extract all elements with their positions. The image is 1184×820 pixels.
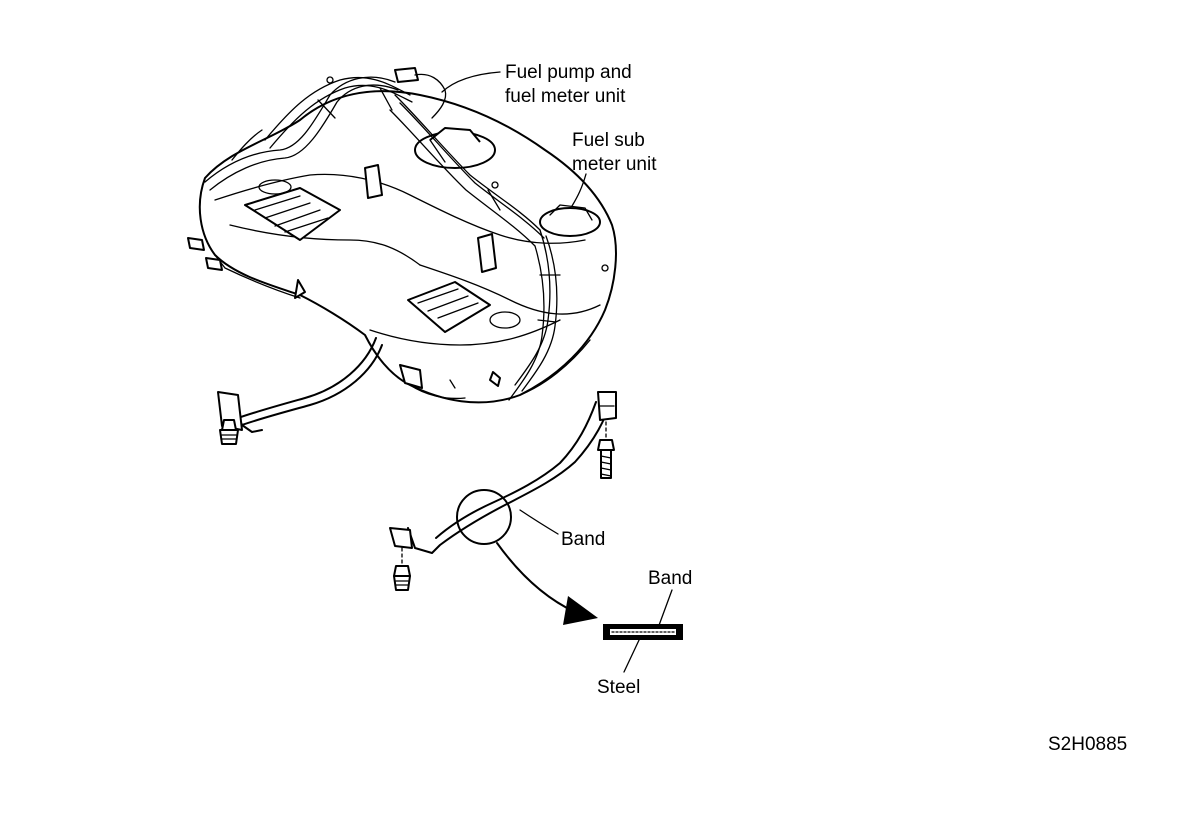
figure-reference: S2H0885 [1048,734,1128,755]
front-band [389,391,617,625]
fuel-tank [187,67,617,404]
label-fuel-sub-meter: Fuel sub meter unit [572,129,656,177]
label-fuel-pump-line2: fuel meter unit [505,86,626,107]
band-cross-section [603,624,683,640]
label-steel: Steel [597,677,641,698]
label-fuel-sub-line2: meter unit [572,154,657,175]
label-band-detail: Band [648,568,693,589]
label-fuel-pump-line1: Fuel pump and [505,62,632,83]
rear-band [217,337,383,445]
label-fuel-sub-line1: Fuel sub [572,130,645,151]
leader-lines [441,71,673,673]
label-fuel-pump: Fuel pump and fuel meter unit [505,61,632,109]
label-band-main: Band [561,529,606,550]
